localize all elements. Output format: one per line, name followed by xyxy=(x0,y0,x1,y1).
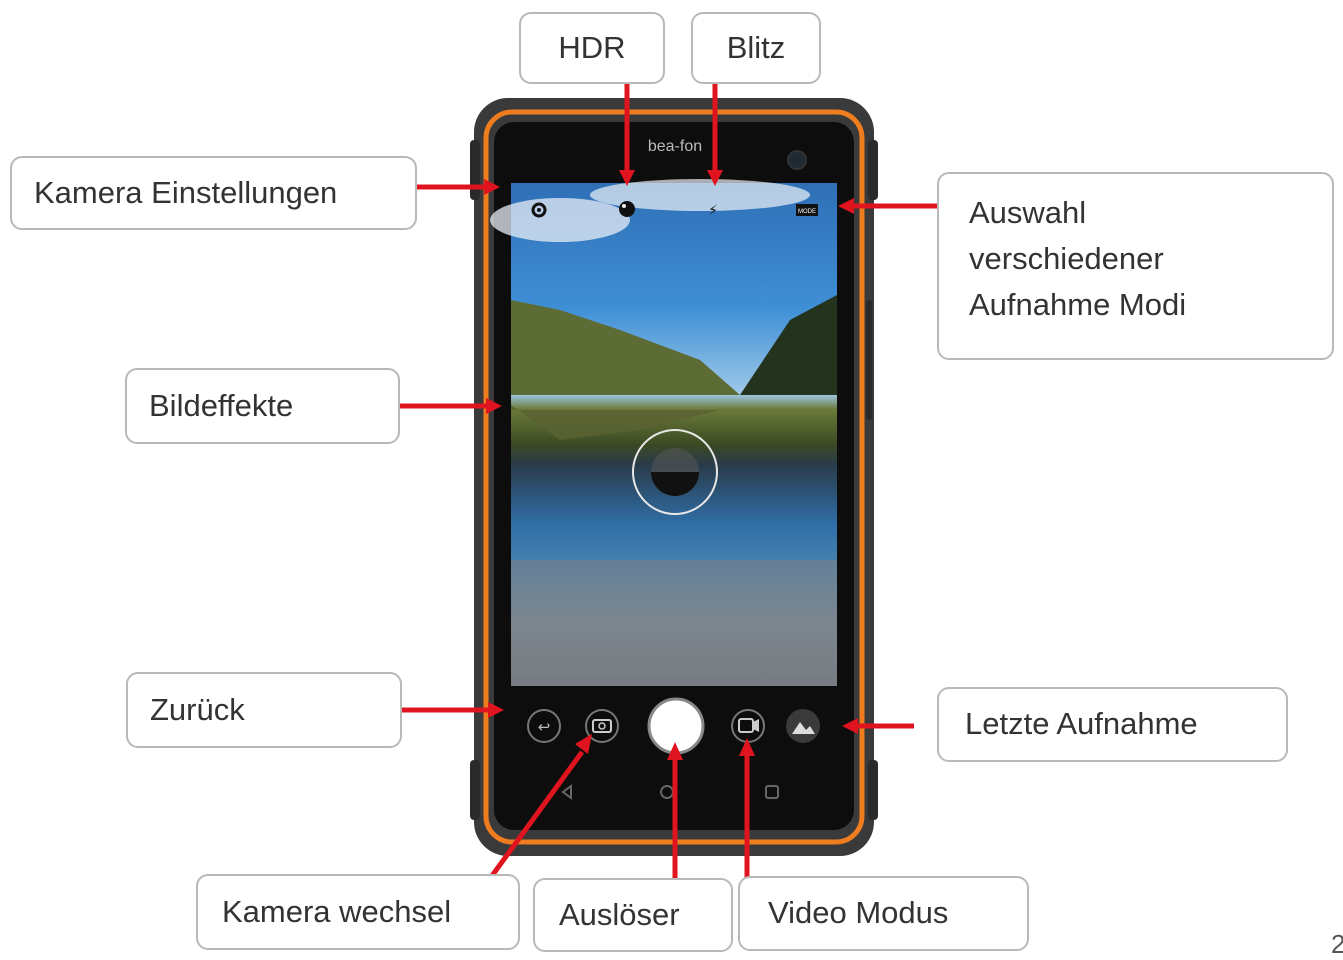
label-auswahl-line3: Aufnahme Modi xyxy=(969,287,1187,322)
label-kamera-einstellungen-text: Kamera Einstellungen xyxy=(34,174,338,210)
label-video-modus-text: Video Modus xyxy=(768,895,949,931)
mode-icon[interactable]: MODE xyxy=(796,204,818,216)
front-camera-icon xyxy=(787,150,807,170)
settings-gear-icon[interactable] xyxy=(531,202,547,218)
label-kamera-wechsel: Kamera wechsel xyxy=(196,874,520,950)
label-kamera-wechsel-text: Kamera wechsel xyxy=(222,893,452,929)
label-zurueck: Zurück xyxy=(126,672,402,748)
svg-text:↩: ↩ xyxy=(538,718,551,736)
label-letzte-aufnahme-text: Letzte Aufnahme xyxy=(965,706,1198,742)
svg-text:MODE: MODE xyxy=(798,209,816,215)
back-button[interactable]: ↩ xyxy=(527,709,561,743)
last-photo-thumbnail[interactable] xyxy=(786,709,820,743)
label-bildeffekte: Bildeffekte xyxy=(125,368,400,444)
viewfinder xyxy=(490,179,837,686)
label-bildeffekte-text: Bildeffekte xyxy=(149,387,294,423)
label-hdr-text: HDR xyxy=(558,29,626,65)
hdr-icon[interactable] xyxy=(619,201,635,217)
label-ausloeser: Auslöser xyxy=(533,878,733,952)
label-blitz: Blitz xyxy=(691,12,821,84)
focus-ring xyxy=(632,429,718,515)
label-letzte-aufnahme: Letzte Aufnahme xyxy=(937,687,1288,762)
flash-icon[interactable]: ⚡ xyxy=(708,203,718,219)
label-blitz-text: Blitz xyxy=(726,29,786,65)
label-hdr: HDR xyxy=(519,12,665,84)
brand-logo: bea-fon xyxy=(648,138,702,155)
callout-arrows xyxy=(400,84,937,886)
label-zurueck-text: Zurück xyxy=(150,691,245,727)
label-auswahl-line1: Auswahl xyxy=(969,195,1087,230)
label-kamera-einstellungen: Kamera Einstellungen xyxy=(10,156,417,230)
switch-camera-button[interactable] xyxy=(585,709,619,743)
label-auswahl-aufnahme-modi: Auswahl verschiedener Aufnahme Modi xyxy=(937,172,1334,360)
label-video-modus: Video Modus xyxy=(738,876,1029,951)
nav-recents-icon[interactable] xyxy=(765,785,779,799)
label-ausloeser-text: Auslöser xyxy=(559,896,680,932)
label-auswahl-line2: verschiedener xyxy=(969,241,1164,276)
page-number: 2 xyxy=(1331,929,1343,959)
nav-back-icon[interactable] xyxy=(561,784,572,800)
